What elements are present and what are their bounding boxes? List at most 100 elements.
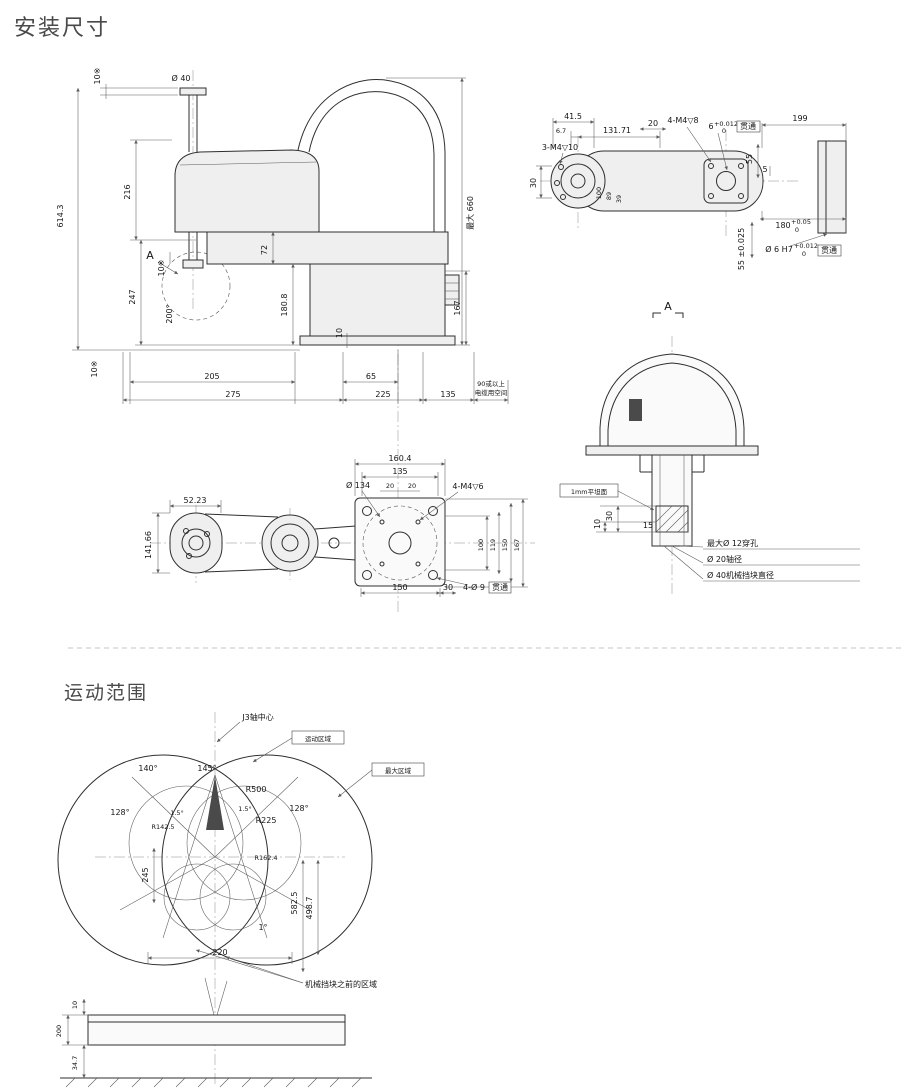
cover-flange bbox=[585, 445, 759, 456]
callout-max-hole: 最大Ø 12穿孔 bbox=[707, 538, 758, 548]
dim-5: 5 bbox=[762, 165, 767, 174]
hole-6-tol-lower: 0 bbox=[722, 127, 726, 135]
side-view-drawing: 10※ Ø 40 614.3 216 247 200° A 10※ 72 180… bbox=[56, 68, 509, 612]
dim-20: 20 bbox=[648, 119, 658, 128]
dim-20-a: 20 bbox=[386, 482, 394, 490]
end-effector-view: 41.5 6.7 131.71 20 4-M4▽8 6 +0.012 0 贯通 … bbox=[529, 112, 847, 270]
shaft-hole-note: Ø 6 H7 bbox=[765, 244, 793, 254]
dim-167: 167 bbox=[453, 300, 462, 315]
top-view-drawing: 52.23 141.66 Ø 134 160.4 135 20 20 4-M4▽… bbox=[144, 454, 535, 597]
dim-6-7: 6.7 bbox=[556, 127, 566, 135]
angle-128-right: 128° bbox=[289, 804, 308, 813]
cable-conduit-inner bbox=[308, 91, 435, 232]
stopper-area-circle-right bbox=[199, 863, 267, 931]
bolt-circle-134 bbox=[362, 505, 438, 581]
dim-65: 65 bbox=[366, 372, 376, 381]
max-area-label: 最大区域 bbox=[385, 766, 412, 775]
joint-cover-bell bbox=[599, 353, 745, 447]
radius-142-5: R142.5 bbox=[151, 823, 174, 831]
cable-space-note-2: 电缆用空间 bbox=[475, 388, 508, 397]
dim-phi40: Ø 40 bbox=[171, 73, 190, 83]
base-elevation: 10 200 34.7 bbox=[55, 977, 372, 1088]
dim-216: 216 bbox=[123, 184, 132, 199]
detail-a-circle bbox=[161, 251, 231, 321]
dim-180-tol-lower: 0 bbox=[795, 226, 799, 234]
section-title-motion-range: 运动范围 bbox=[64, 682, 149, 704]
callout-stopper-dia: Ø 40机械挡块直径 bbox=[707, 570, 774, 580]
end-plate bbox=[703, 158, 749, 204]
section-title-installation: 安装尺寸 bbox=[14, 16, 111, 41]
dim-100-top: 100 bbox=[477, 539, 485, 551]
j3-axis-label: J3轴中心 bbox=[241, 712, 273, 722]
dim-498-7: 498.7 bbox=[305, 897, 314, 920]
dim-245: 245 bbox=[141, 867, 150, 882]
dim-150-v: 150 bbox=[501, 539, 509, 551]
dim-30-bottom: 30 bbox=[443, 583, 453, 592]
base-column bbox=[309, 263, 446, 346]
through-hole-badge-2: 贯通 bbox=[821, 245, 837, 255]
dim-225: 225 bbox=[375, 390, 390, 399]
dim-30: 30 bbox=[529, 178, 538, 188]
angle-1: 1° bbox=[258, 923, 267, 932]
dim-offset-top: 10※ bbox=[93, 68, 102, 85]
dim-100: 100 bbox=[595, 187, 603, 199]
flat-face-note: 1mm平坦面 bbox=[571, 487, 608, 496]
quill-housing-top bbox=[169, 512, 223, 574]
dim-55-tol: 55 ±0.025 bbox=[737, 228, 746, 270]
dim-phi-134: Ø 134 bbox=[346, 480, 370, 490]
radius-225: R225 bbox=[256, 816, 277, 825]
dim-275: 275 bbox=[225, 390, 240, 399]
angle-128-left: 128° bbox=[110, 808, 129, 817]
elbow-joint-top bbox=[261, 514, 319, 572]
dim-200-base: 200 bbox=[55, 1025, 63, 1037]
radius-162-4: R162.4 bbox=[254, 854, 277, 862]
dim-150-bottom: 150 bbox=[392, 583, 407, 592]
dim-131-71: 131.71 bbox=[603, 126, 631, 135]
dim-39: 39 bbox=[615, 195, 623, 203]
tap-note-3-m4-10: 3-M4▽10 bbox=[542, 143, 578, 152]
base-bar bbox=[87, 1014, 346, 1046]
dim-135-top: 135 bbox=[392, 467, 407, 476]
motion-range-diagram: J3轴中心 运动区域 最大区域 140° 145° 128° 128° 1.5°… bbox=[57, 712, 425, 1086]
dim-10: 10 bbox=[335, 328, 344, 338]
max-area-circle-left bbox=[57, 754, 269, 966]
work-area-circle-right bbox=[186, 785, 302, 901]
quill-flange bbox=[179, 87, 207, 96]
connector-panel bbox=[444, 274, 460, 306]
cable-space-note-1: 90或以上 bbox=[477, 379, 505, 388]
tap-note-4-m4-8: 4-M4▽8 bbox=[667, 116, 698, 125]
max-area-circle-right bbox=[161, 754, 373, 966]
stopper-area-note: 机械挡块之前的区域 bbox=[305, 979, 377, 989]
label-plate bbox=[629, 399, 642, 421]
dim-614-3: 614.3 bbox=[56, 205, 65, 228]
quill-stopper bbox=[182, 259, 204, 269]
dim-41-5: 41.5 bbox=[564, 112, 582, 121]
base-mount-plate bbox=[354, 497, 446, 587]
angle-1-5-left: 1.5° bbox=[170, 809, 184, 817]
dim-119-top: 119 bbox=[489, 539, 497, 551]
dim-offset-base: 10※ bbox=[90, 361, 99, 378]
section-a-view: A 1mm平坦面 30 10 15 最大Ø 12穿孔 Ø 20轴径 Ø 40机械… bbox=[559, 300, 860, 596]
shaft-column bbox=[651, 454, 693, 547]
dim-10-base: 10 bbox=[71, 1001, 79, 1009]
dim-247: 247 bbox=[128, 289, 137, 304]
callout-shaft-dia: Ø 20轴径 bbox=[707, 554, 742, 564]
dim-141-66: 141.66 bbox=[144, 531, 153, 559]
dim-180-tol-upper: +0.05 bbox=[791, 218, 811, 226]
dim-89: 89 bbox=[605, 192, 613, 200]
dim-220: 220 bbox=[212, 948, 227, 957]
holes-note: 4-Ø 9 bbox=[463, 582, 485, 592]
dim-30-sec: 30 bbox=[605, 511, 614, 521]
angle-1-5-right: 1.5° bbox=[238, 805, 252, 813]
angle-140: 140° bbox=[138, 764, 157, 773]
tap-note-4-m4-6: 4-M4▽6 bbox=[452, 482, 483, 491]
through-hole-badge: 贯通 bbox=[740, 121, 756, 131]
arm1-body bbox=[206, 231, 449, 265]
dim-15-sec: 15 bbox=[643, 521, 653, 530]
dim-offset-a: 10※ bbox=[157, 260, 166, 277]
dim-72: 72 bbox=[260, 245, 269, 255]
arm2-housing bbox=[174, 149, 320, 233]
detail-a-label: A bbox=[146, 249, 154, 262]
